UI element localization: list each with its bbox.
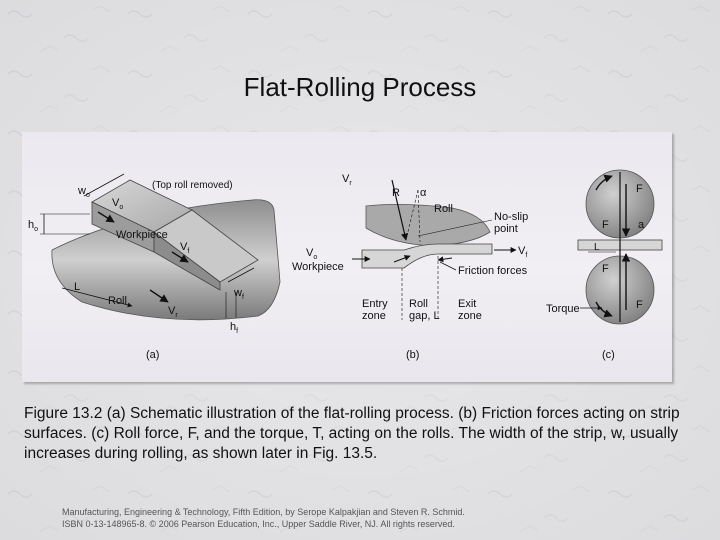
panel-label-b: (b) — [406, 349, 419, 361]
label-entry-1: Entry — [362, 298, 388, 310]
label-L-a: L — [74, 281, 80, 293]
label-vf-b: Vf — [518, 245, 527, 259]
panel-label-a: (a) — [146, 349, 159, 361]
credits: Manufacturing, Engineering & Technology,… — [62, 506, 662, 530]
credits-line-1: Manufacturing, Engineering & Technology,… — [62, 507, 465, 517]
flat-rolling-diagram: (Top roll removed) wo ho Vo Workpiece Vf… — [28, 169, 663, 361]
label-friction: Friction forces — [458, 265, 528, 277]
top-roll-note: (Top roll removed) — [152, 180, 233, 191]
label-no-slip-2: point — [494, 223, 518, 235]
label-hf: hf — [230, 321, 238, 335]
label-roll-gap-2: gap, L — [409, 310, 440, 322]
label-F-low: F — [602, 263, 609, 275]
label-roll-gap-1: Roll — [409, 298, 428, 310]
label-vr-a: Vr — [168, 305, 178, 319]
label-vo: Vo — [112, 197, 123, 211]
label-wf: wf — [233, 287, 244, 301]
figure-caption: Figure 13.2 (a) Schematic illustration o… — [24, 405, 680, 462]
figure-13-2: (Top roll removed) wo ho Vo Workpiece Vf… — [22, 132, 672, 382]
label-roll-a: Roll — [108, 295, 127, 307]
label-ho: ho — [28, 219, 38, 233]
roll-arc — [365, 204, 491, 247]
panel-a: (Top roll removed) wo ho Vo Workpiece Vf… — [28, 173, 281, 361]
label-F-bot: F — [636, 299, 643, 311]
label-R: R — [392, 187, 400, 199]
label-no-slip-1: No-slip — [494, 211, 528, 223]
panel-b: Vr R α Roll No-slip point Vo Vf Workpiec… — [292, 173, 528, 361]
label-F-top: F — [636, 183, 643, 195]
label-torque: Torque — [546, 303, 580, 315]
label-exit-2: zone — [458, 310, 482, 322]
label-wo: wo — [77, 185, 90, 199]
label-alpha: α — [420, 187, 427, 199]
label-workpiece-a: Workpiece — [116, 229, 168, 241]
panel-label-c: (c) — [602, 349, 615, 361]
label-F-mid: F — [602, 219, 609, 231]
slide-title: Flat-Rolling Process — [243, 72, 477, 102]
label-workpiece-b: Workpiece — [292, 261, 344, 273]
label-vf-a: Vf — [180, 241, 189, 255]
label-vo-b: Vo — [306, 247, 317, 261]
label-entry-2: zone — [362, 310, 386, 322]
label-vr-b: Vr — [342, 173, 352, 187]
panel-c: F F a L F Torque F (c) — [546, 169, 663, 361]
credits-line-2: ISBN 0-13-148965-8. © 2006 Pearson Educa… — [62, 519, 455, 529]
label-a: a — [638, 219, 645, 231]
label-L-c: L — [594, 242, 600, 253]
label-roll-b: Roll — [434, 203, 453, 215]
label-exit-1: Exit — [458, 298, 476, 310]
